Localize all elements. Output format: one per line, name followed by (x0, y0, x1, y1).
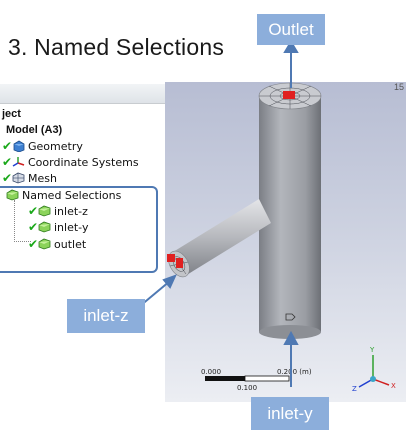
triad-x-label: X (391, 382, 396, 390)
named-selection-icon (38, 221, 51, 233)
tree-item-inlet-z[interactable]: ✔ inlet-z (28, 203, 88, 219)
geometry-icon (12, 140, 25, 152)
named-selection-icon (38, 238, 51, 250)
axis-triad (358, 355, 390, 388)
scale-bar (205, 375, 290, 382)
outlet-callout: Outlet (257, 14, 325, 45)
tree-item-label: inlet-y (54, 220, 89, 234)
outline-tree-panel: ject Model (A3) ✔ Geometry ✔ Coordinate … (0, 84, 166, 280)
tree-item-geometry[interactable]: ✔ Geometry (2, 138, 83, 154)
check-icon: ✔ (28, 237, 39, 251)
check-icon: ✔ (2, 139, 13, 153)
check-icon: ✔ (2, 155, 13, 169)
inlet-z-callout: inlet-z (67, 299, 145, 333)
check-icon: ✔ (28, 204, 39, 218)
viewport-corner-text: 15 (393, 82, 404, 92)
tree-item-named-selections[interactable]: Named Selections (6, 187, 121, 203)
outlet-face-marker (283, 91, 295, 99)
tree-connector (14, 200, 31, 242)
inlet-y-callout: inlet-y (251, 397, 329, 430)
named-selection-icon (38, 205, 51, 217)
mesh-icon (12, 172, 25, 184)
inlet-z-face-marker (176, 258, 183, 268)
scale-label-mid: 0.100 (237, 384, 258, 392)
coordinate-axes-icon (12, 156, 25, 168)
scale-label-right: 0.200 (m) (277, 368, 312, 376)
vertical-pipe[interactable] (258, 82, 322, 339)
graphics-viewport[interactable]: 15 (165, 82, 406, 402)
tree-item-mesh[interactable]: ✔ Mesh (2, 170, 57, 186)
tree-item-label: Mesh (28, 171, 57, 185)
tree-item-coordinate-systems[interactable]: ✔ Coordinate Systems (2, 154, 139, 170)
tree-header-bar (0, 84, 165, 104)
branch-pipe[interactable] (165, 199, 271, 281)
inlet-z-face-marker (167, 254, 175, 262)
tree-item-inlet-y[interactable]: ✔ inlet-y (28, 219, 88, 235)
tree-item-outlet[interactable]: ✔ outlet (28, 236, 86, 252)
scale-label-left: 0.000 (201, 368, 222, 376)
tree-project-label: ject (2, 108, 21, 120)
tree-item-label: outlet (54, 237, 87, 251)
tree-item-label: Named Selections (22, 188, 122, 202)
named-selections-highlight-box (0, 186, 158, 273)
tree-item-label: inlet-z (54, 204, 88, 218)
named-selections-icon (6, 189, 19, 201)
tree-item-label: Geometry (28, 139, 83, 153)
slide-title: 3. Named Selections (8, 34, 225, 60)
pipe-model-svg (165, 82, 390, 388)
check-icon: ✔ (28, 220, 39, 234)
tree-item-model[interactable]: Model (A3) (6, 122, 62, 138)
check-icon: ✔ (2, 171, 13, 185)
triad-y-label: Y (370, 346, 375, 354)
triad-z-label: Z (352, 385, 357, 393)
tree-item-label: Coordinate Systems (28, 155, 139, 169)
tree-item-model-label: Model (A3) (6, 124, 63, 136)
